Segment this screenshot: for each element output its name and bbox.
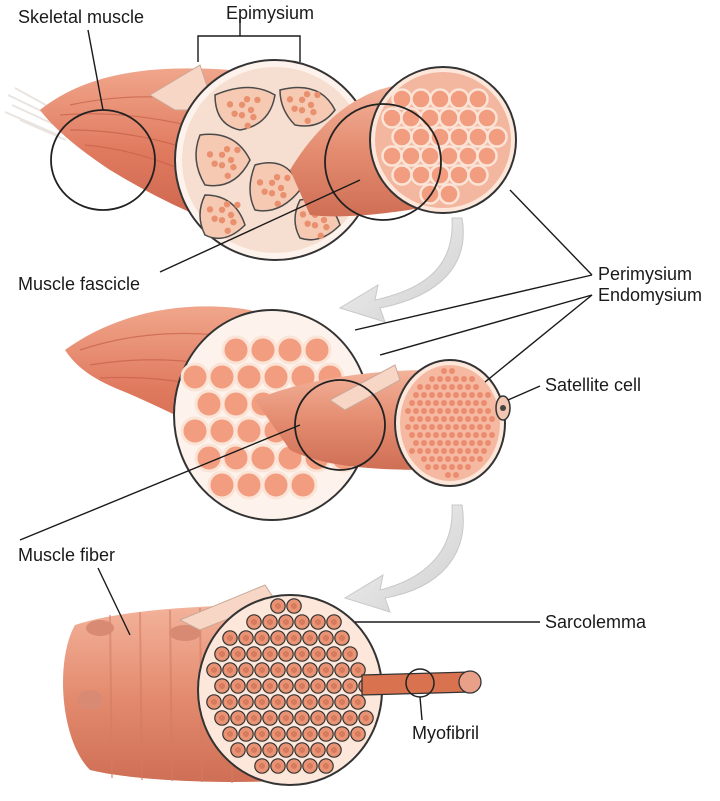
fascicle-cross-sections [195,86,341,241]
leader-endomysium-2 [484,294,593,383]
label-sarcolemma: Sarcolemma [545,612,647,632]
leader-muscle-fascicle [159,179,361,273]
fascicle-end-fibers [381,88,508,205]
fascicle-callout-circle [324,103,442,221]
leader-lines [19,18,593,721]
leader-epimysium [197,35,301,62]
label-perimysium: Perimysium [598,264,693,284]
arrow-middle-to-bottom [343,504,464,613]
label-myofibril: Myofibril [412,723,480,743]
label-endomysium: Endomysium [598,285,703,305]
leader-perimysium-2 [354,274,593,331]
leader-myofibril [419,696,423,721]
fiber-callout-circle [294,379,386,471]
leader-muscle-fiber-2 [97,567,131,636]
muscle-fascicle-illustration [65,306,511,521]
leader-endomysium-1 [379,294,593,356]
label-skeletal-muscle: Skeletal muscle [18,7,145,27]
myofibril-strand [361,671,471,696]
leader-satellite-cell [507,385,541,401]
label-epimysium: Epimysium [226,3,315,23]
muscle-fiber-illustration [63,584,482,786]
label-satellite-cell: Satellite cell [545,375,642,395]
leader-perimysium-1 [509,189,593,276]
arrow-top-to-middle [338,217,464,323]
myofibril-dots [405,368,495,478]
leader-skeletal-muscle [87,29,104,111]
label-muscle-fascicle: Muscle fascicle [18,274,141,294]
leader-muscle-fiber [19,424,301,541]
label-muscle-fiber: Muscle fiber [18,545,116,565]
skeletal-muscle-illustration [4,59,517,261]
